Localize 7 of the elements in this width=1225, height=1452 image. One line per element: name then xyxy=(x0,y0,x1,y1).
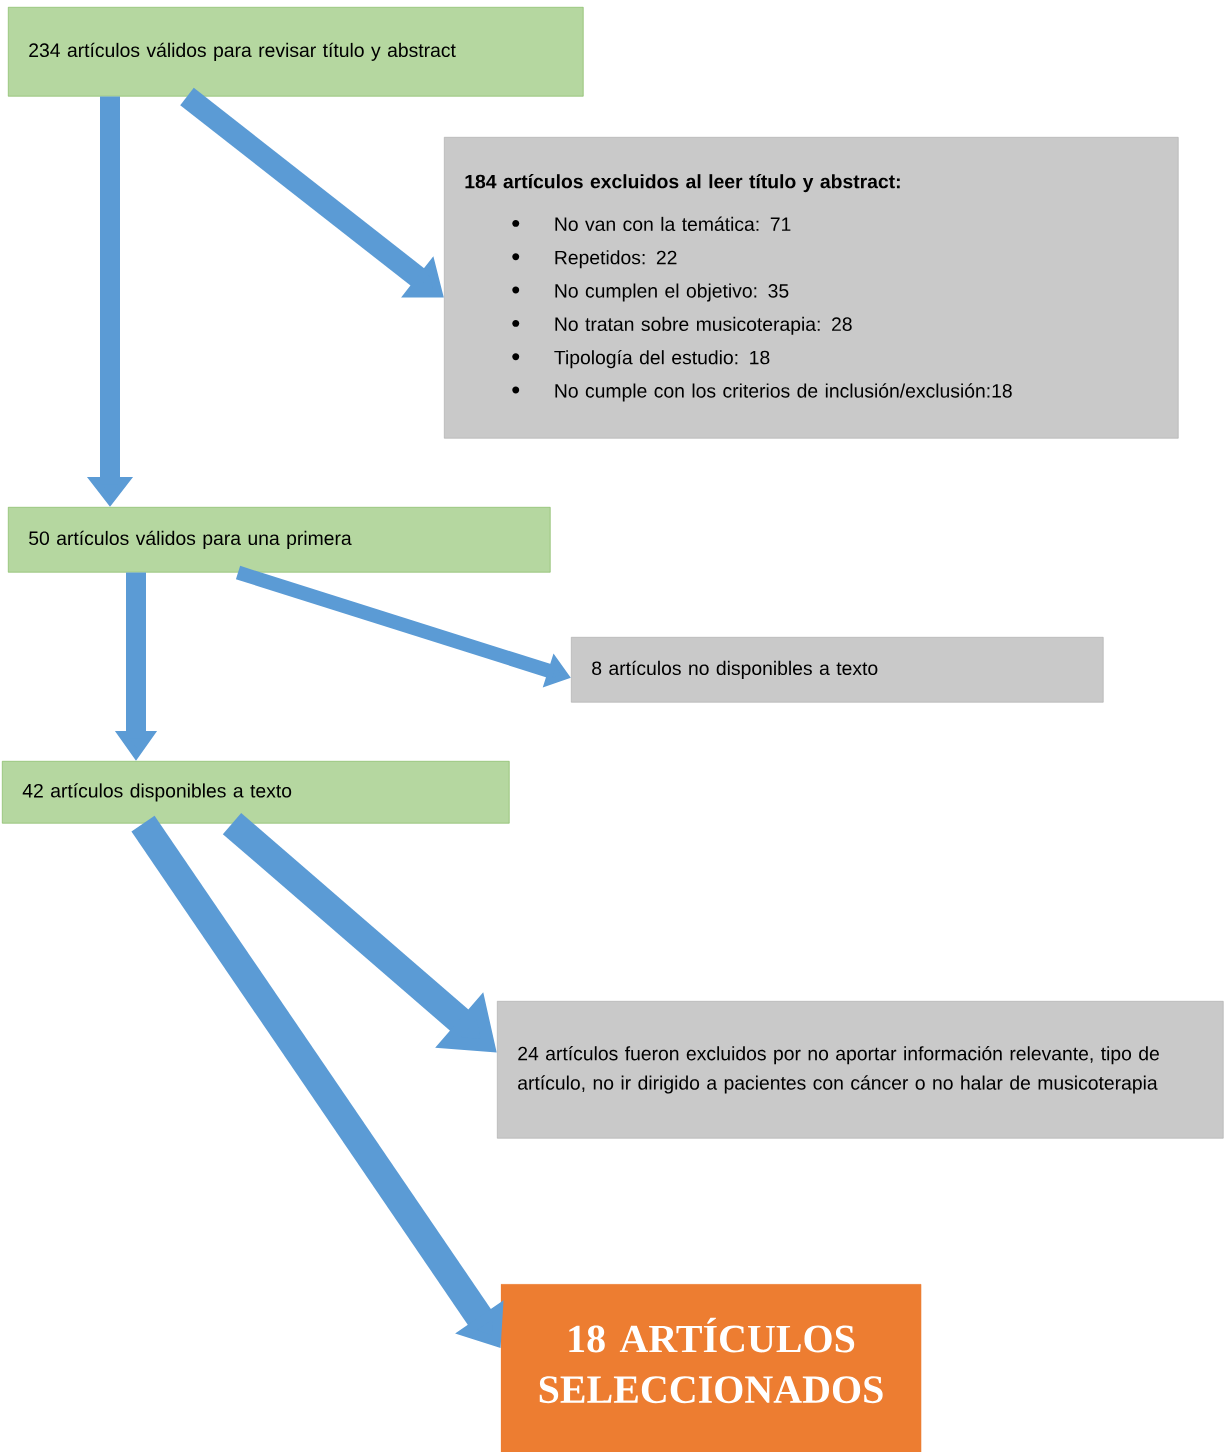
final-box: 18 ARTÍCULOS SELECCIONADOS xyxy=(500,1284,922,1452)
result-box: 42 artículos disponibles a texto xyxy=(2,761,510,824)
exclusion-box: 8 artículos no disponibles a texto xyxy=(571,637,1104,703)
result-box: 50 artículos válidos para una primera xyxy=(8,507,551,573)
exclusion-box: 24 artículos fueron excluidos por no aportar información relevante, tipo de artículo, no ir dirigido a pacientes con cáncer o no halar de musicoterapia xyxy=(497,1001,1224,1139)
exclusion-box: 184 artículos excluidos al leer título y abstract: No van con la temática: 71 Repetidos: 22 No cumplen el objetivo: 35 No tratan sobre musicoterapia: 28 Tipología del estudio: 18 No cumple con los criterios de inclusión/exclusión:18 xyxy=(444,137,1179,439)
result-box: 234 artículos válidos para revisar título y abstract xyxy=(8,7,584,97)
